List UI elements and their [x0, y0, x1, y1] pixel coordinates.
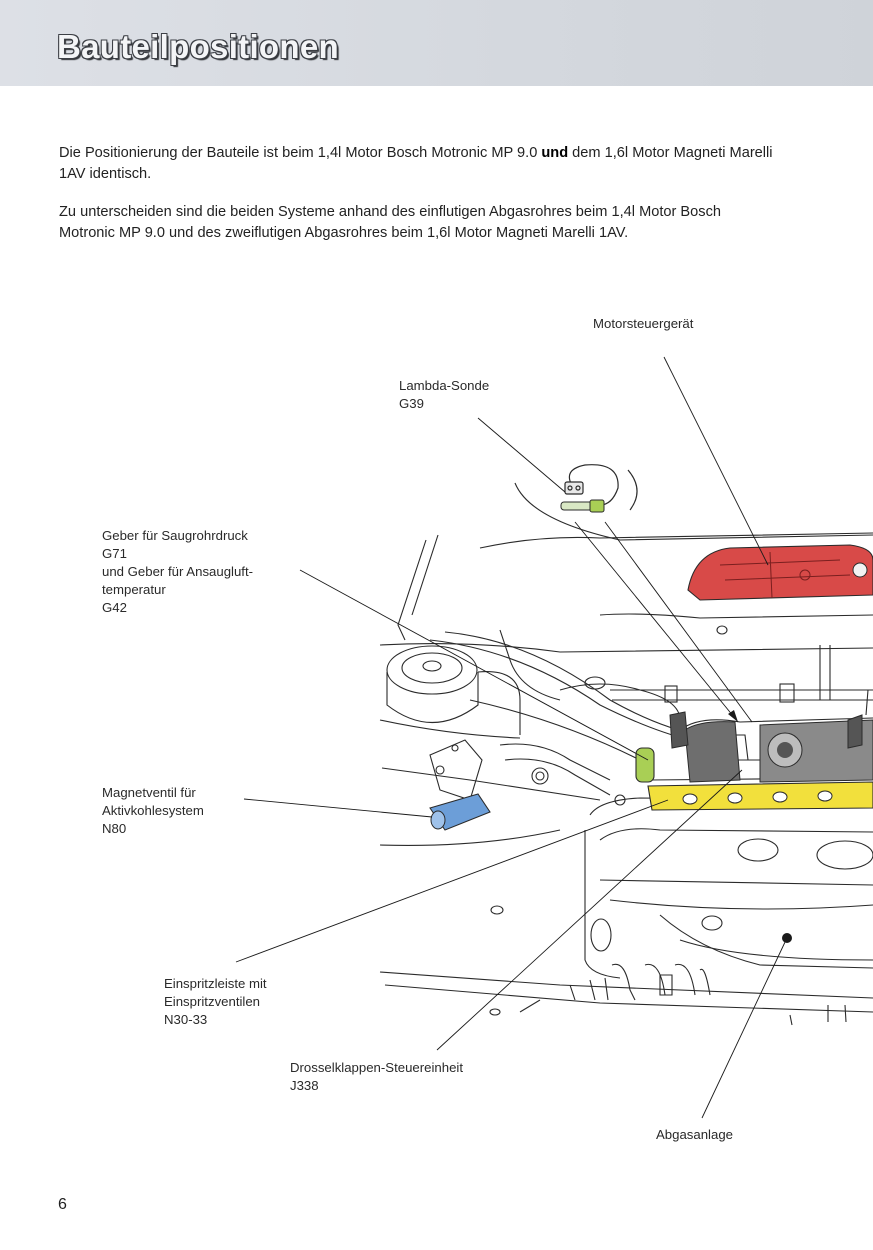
fuel-rail — [647, 781, 873, 811]
intro-paragraph-2: Zu unterscheiden sind die beiden Systeme… — [59, 204, 721, 241]
page-number: 6 — [58, 1196, 67, 1213]
intro-p1-bold: und — [541, 145, 569, 161]
intro-paragraph-1: Die Positionierung der Bauteile ist beim… — [59, 143, 779, 185]
leader-einspritzleiste — [235, 799, 669, 963]
label-geber-line1: Geber für Saugrohrdruck — [102, 528, 248, 543]
label-drossel-line2: J338 — [290, 1078, 319, 1093]
lambda-sensor-drawing — [564, 464, 638, 511]
leader-abgas — [701, 939, 787, 1119]
label-magnetventil: Magnetventil für Aktivkohlesystem N80 — [102, 784, 204, 838]
page-title: Bauteilpositionen — [57, 28, 339, 65]
leader-geber — [299, 569, 649, 761]
label-einspritzleiste-line2: Einspritzventilen — [164, 994, 261, 1009]
header-band — [0, 0, 873, 86]
leader-lines — [235, 356, 787, 1119]
label-geber-line5: G42 — [102, 600, 127, 615]
label-geber-line4: temperatur — [102, 582, 166, 597]
motorsteuergeraet-unit — [687, 544, 873, 601]
label-einspritzleiste-line3: N30-33 — [164, 1012, 208, 1027]
lambda-sensor-tip — [589, 499, 605, 513]
throttle-body — [684, 721, 741, 783]
label-drosselklappe: Drosselklappen-Steuereinheit J338 — [290, 1059, 463, 1095]
leader-drossel — [436, 769, 743, 1051]
label-magnetventil-line2: Aktivkohlesystem — [102, 803, 204, 818]
label-geber-line3: und Geber für Ansaugluft- — [102, 564, 254, 579]
strut-mount-outer — [386, 645, 478, 695]
leader-motorsteuergeraet — [663, 356, 769, 566]
label-abgasanlage: Abgasanlage — [656, 1126, 733, 1144]
label-lambda-line2: G39 — [399, 396, 424, 411]
label-motorsteuergeraet-line1: Motorsteuergerät — [593, 316, 694, 331]
label-lambda-sonde: Lambda-Sonde G39 — [399, 377, 489, 413]
label-geber-line2: G71 — [102, 546, 127, 561]
abgas-marker — [782, 933, 792, 943]
label-lambda-line1: Lambda-Sonde — [399, 378, 490, 393]
label-einspritzleiste: Einspritzleiste mit Einspritzventilen N3… — [164, 975, 267, 1029]
label-abgas-line1: Abgasanlage — [656, 1127, 733, 1142]
label-geber: Geber für Saugrohrdruck G71 und Geber fü… — [102, 527, 253, 617]
label-einspritzleiste-line1: Einspritzleiste mit — [164, 976, 267, 991]
label-motorsteuergeraet: Motorsteuergerät — [593, 315, 693, 333]
intro-p1-text-a: Die Positionierung der Bauteile ist beim… — [59, 145, 542, 161]
leader-lambda — [477, 417, 566, 493]
intake-pressure-sensor — [635, 747, 655, 783]
intro-p1-text-b: dem 1,6l Motor Magneti Marelli 1AV ident… — [59, 145, 773, 182]
label-magnetventil-line3: N80 — [102, 821, 127, 836]
label-drossel-line1: Drosselklappen-Steuereinheit — [290, 1060, 464, 1075]
leader-magnetventil — [243, 798, 433, 818]
label-magnetventil-line1: Magnetventil für — [102, 785, 196, 800]
leader-lambda-to-engine — [574, 521, 739, 723]
